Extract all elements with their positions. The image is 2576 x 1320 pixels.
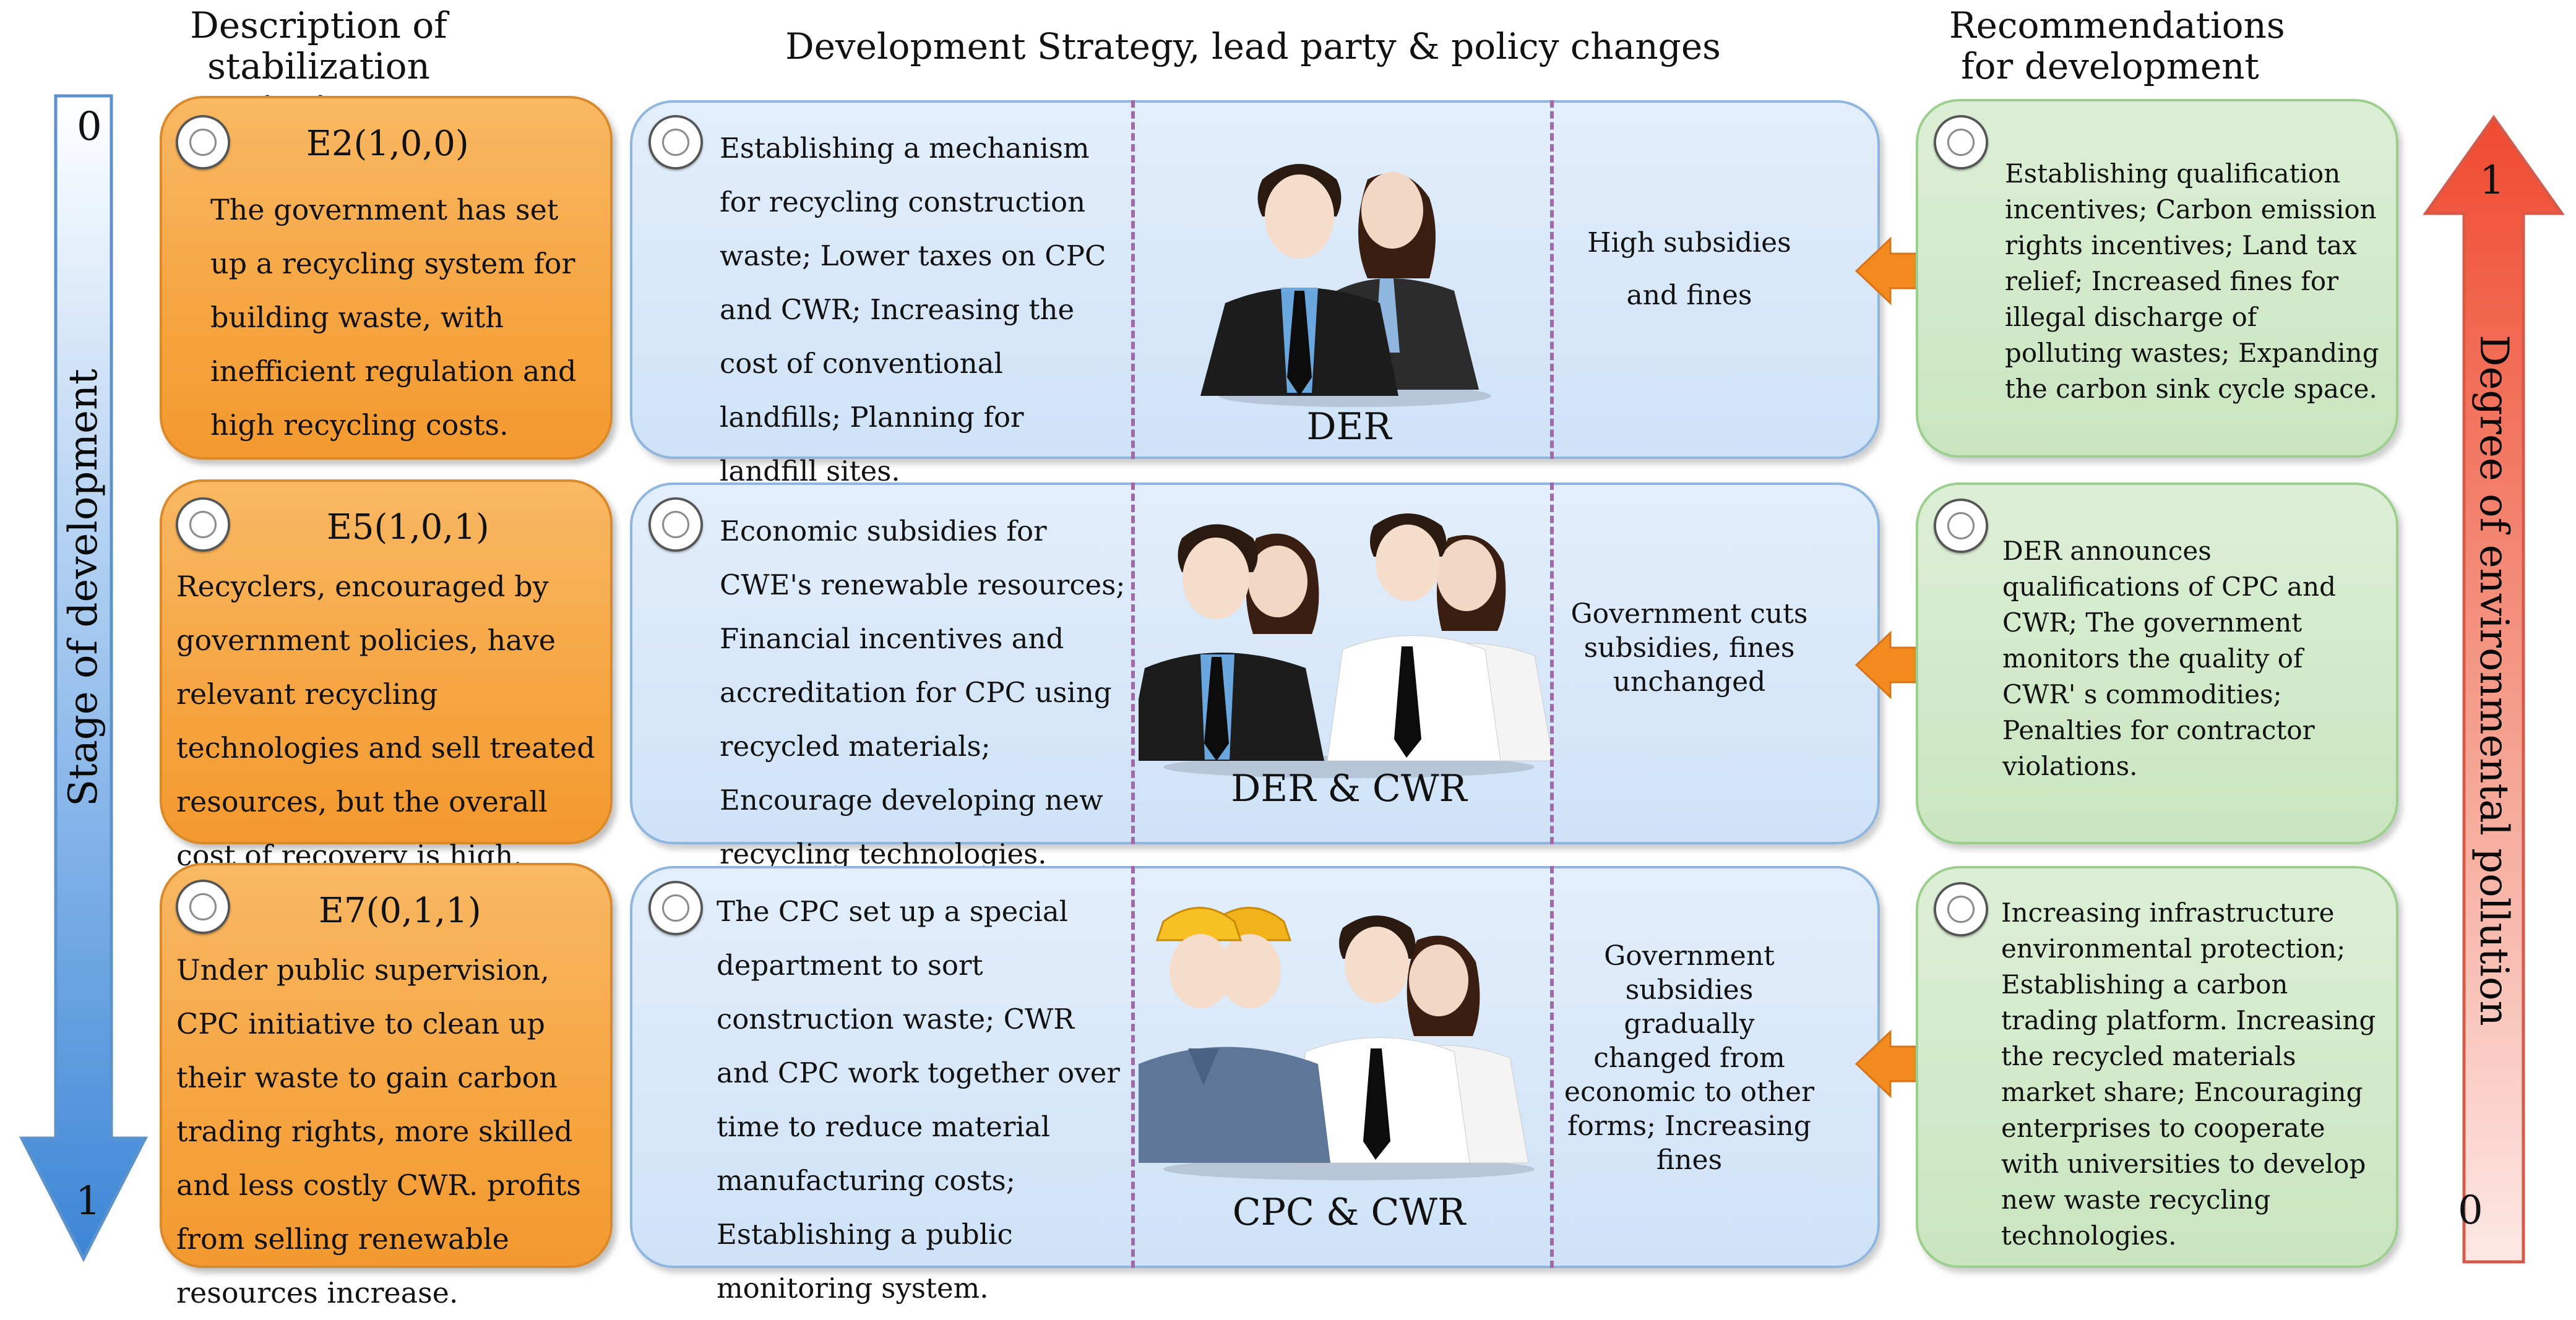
row1-recommendation-box	[1916, 99, 2398, 458]
row3-recommendation-box	[1916, 866, 2398, 1268]
row2-description-box	[160, 479, 613, 844]
stage-of-development-arrow	[19, 94, 149, 1262]
row2-divider-left	[1131, 482, 1135, 844]
pollution-top-value: 1	[2479, 158, 2505, 204]
right-column-header: Recommendations for development	[1949, 4, 2285, 87]
row3-strategy-radio-icon	[648, 881, 703, 935]
pollution-bottom-value: 0	[2458, 1188, 2483, 1233]
row1-strategy-radio-icon	[648, 115, 703, 169]
stage-top-value: 0	[77, 104, 102, 150]
row3-lead-party: CPC & CWR	[1232, 1191, 1466, 1234]
row3-recommendation: Increasing infrastructure environmental …	[2001, 898, 2376, 1251]
row1-lead-party: DER	[1306, 405, 1392, 448]
row3-description: Under public supervision, CPC initiative…	[176, 953, 582, 1309]
row2-radio-icon	[176, 497, 230, 552]
row2-recommendation: DER announces qualifications of CPC and …	[2002, 536, 2337, 781]
row2-strategy-radio-icon	[648, 497, 703, 552]
row2-policy-change: Government cuts subsidies, fines unchang…	[1570, 598, 1808, 698]
row3-description-box	[160, 863, 613, 1268]
row3-divider-left	[1131, 866, 1135, 1268]
row3-divider-right	[1550, 866, 1554, 1268]
row1-policy-change: High subsidies and fines	[1587, 227, 1791, 311]
stage-axis-label: Stage of development	[61, 369, 106, 807]
workers-group-icon	[1139, 907, 1535, 1180]
row2-divider-right	[1550, 482, 1554, 844]
row1-recommendation: Establishing qualification incentives; C…	[2005, 158, 2379, 404]
row1-strategy: Establishing a mechanism for recycling c…	[720, 132, 1106, 487]
row2-lead-party: DER & CWR	[1231, 767, 1467, 810]
row1-divider-left	[1131, 100, 1135, 459]
row2-description: Recyclers, encouraged by government poli…	[176, 570, 595, 872]
business-group-icon	[1139, 513, 1554, 778]
pollution-degree-arrow	[2423, 114, 2565, 1264]
row2-recommendation-box	[1916, 482, 2398, 844]
pollution-axis-label: Degree of environmental pollution	[2471, 335, 2517, 1026]
row2-rec-radio-icon	[1934, 499, 1988, 553]
business-couple-icon	[1200, 164, 1491, 407]
row1-description: The government has set up a recycling sy…	[210, 193, 577, 442]
row1-code: E2(1,0,0)	[306, 124, 469, 164]
row1-description-box	[160, 96, 613, 460]
row1-radio-icon	[176, 115, 230, 169]
row3-rec-radio-icon	[1934, 882, 1988, 936]
row3-radio-icon	[176, 880, 230, 934]
middle-column-header: Development Strategy, lead party & polic…	[785, 25, 1721, 67]
row3-policy-change: Government subsidies gradually changed f…	[1564, 940, 1815, 1176]
row1-rec-radio-icon	[1934, 115, 1988, 169]
row3-strategy: The CPC set up a special department to s…	[717, 895, 1120, 1305]
row2-strategy: Economic subsidies for CWE's renewable r…	[720, 515, 1126, 870]
row2-code: E5(1,0,1)	[327, 507, 489, 547]
stage-bottom-value: 1	[75, 1178, 101, 1224]
row3-code: E7(0,1,1)	[319, 891, 481, 931]
row1-divider-right	[1550, 100, 1554, 459]
